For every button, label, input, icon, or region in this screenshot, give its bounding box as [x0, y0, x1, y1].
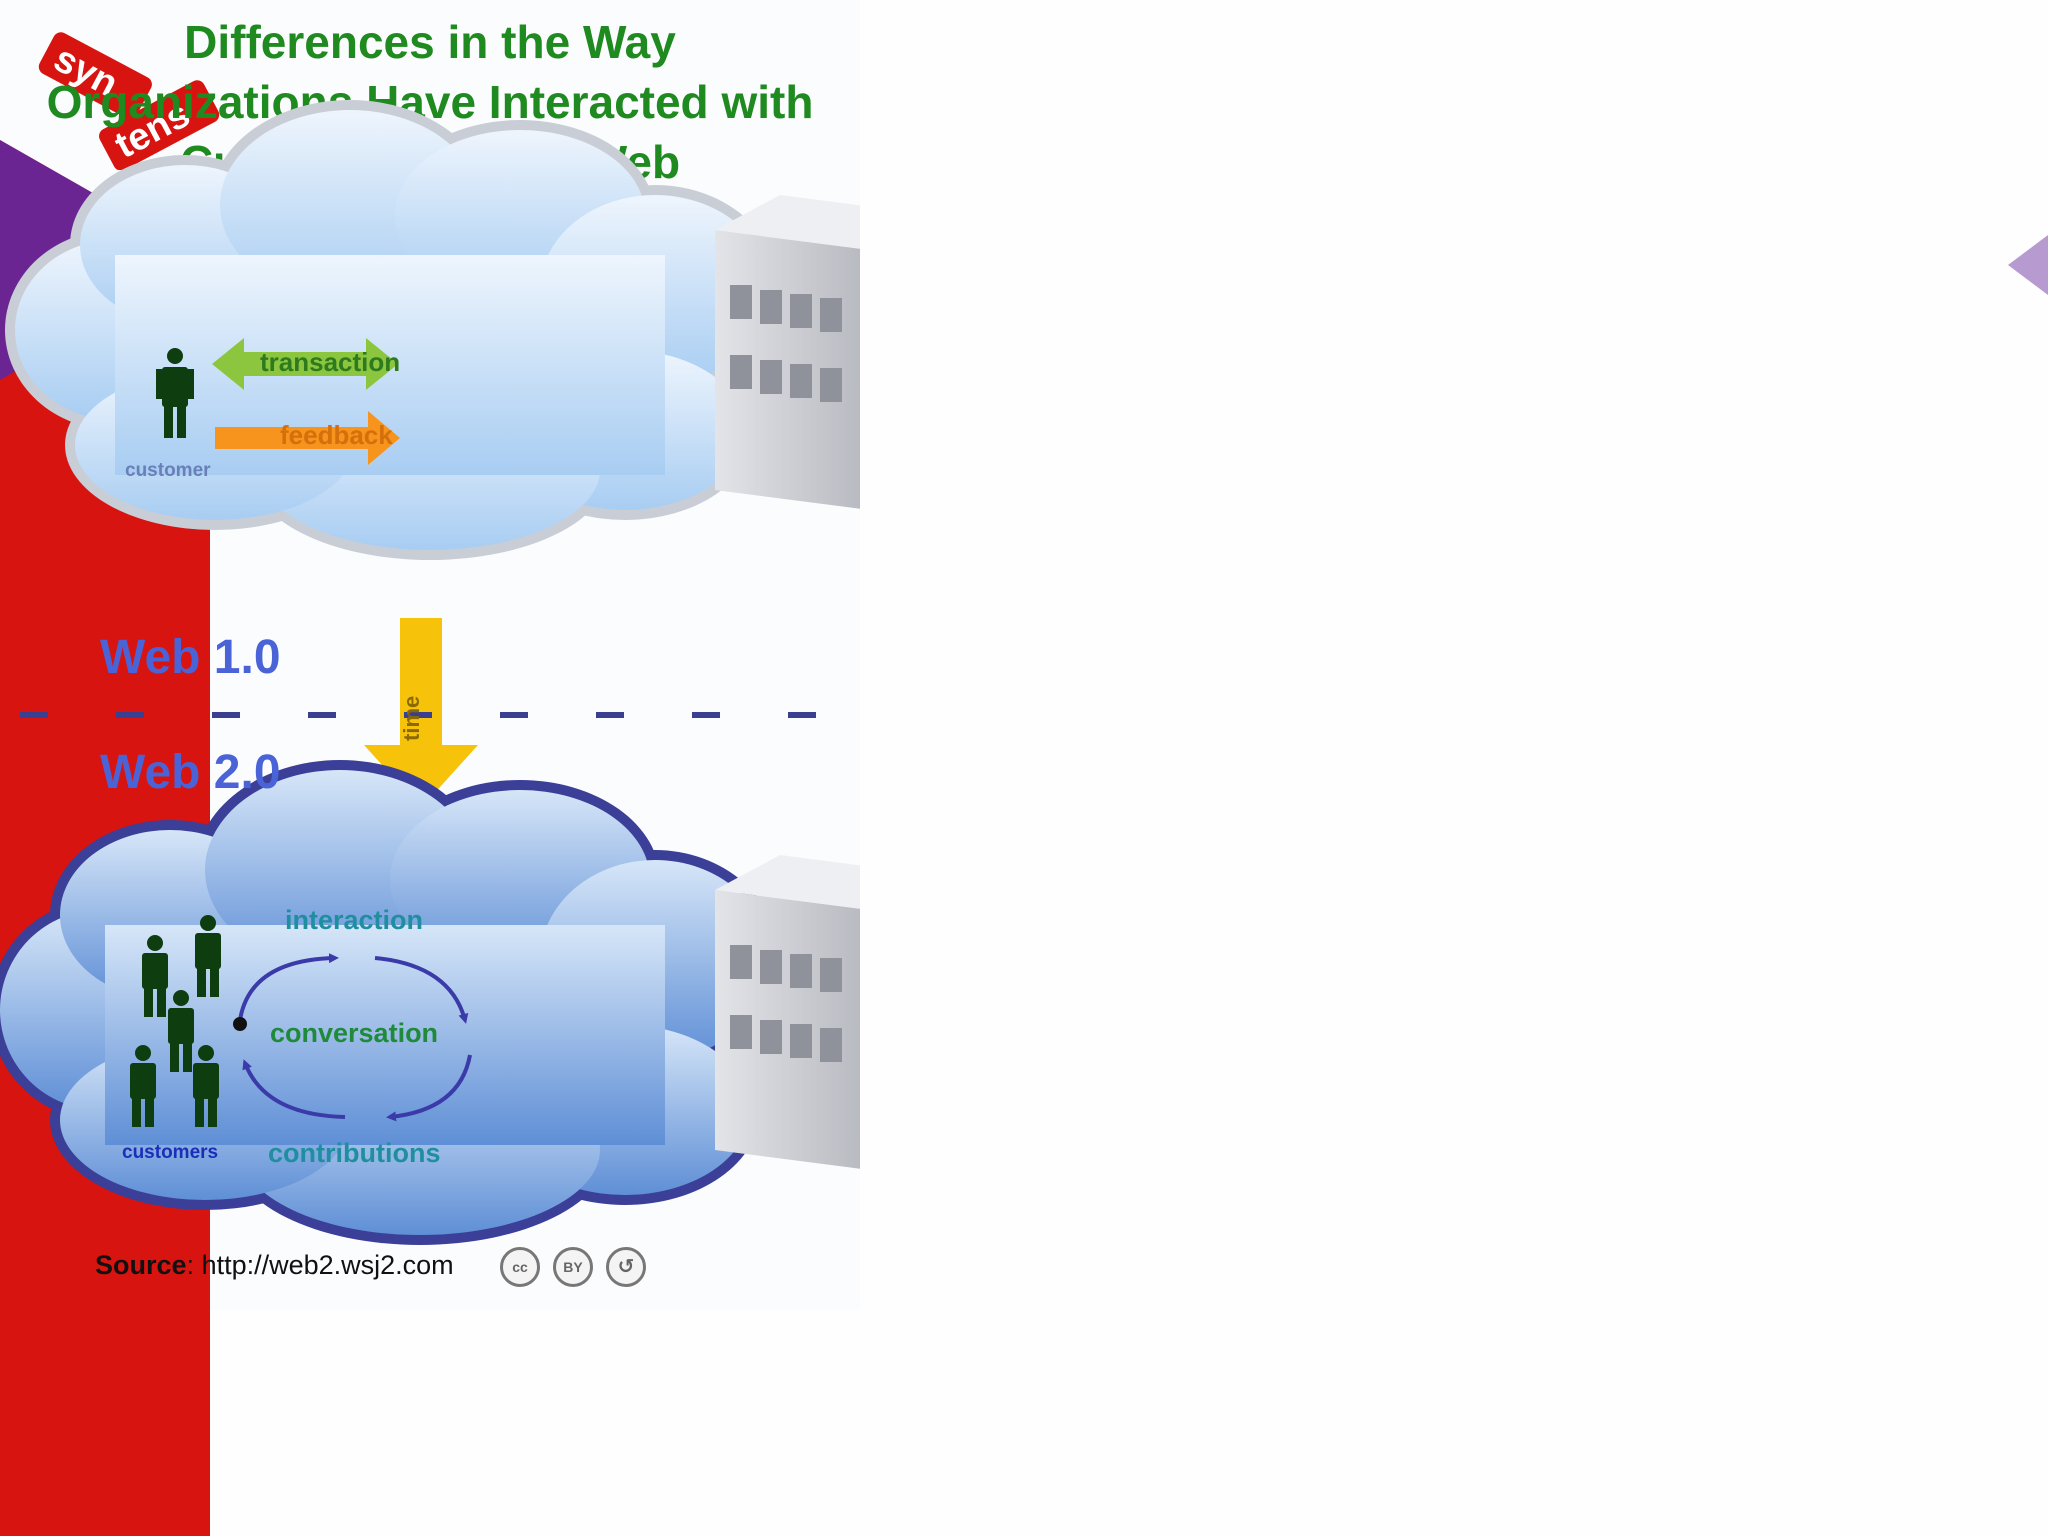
syntens-logo: syn tens	[38, 32, 220, 170]
conversation-label: conversation	[270, 1018, 439, 1048]
source-citation: Source: http://web2.wsj2.com	[95, 1250, 454, 1280]
customers-label: customers	[122, 1142, 219, 1163]
transaction-label: transaction	[260, 347, 401, 377]
customers-group-icon	[130, 915, 221, 1127]
cc-icon: cc	[500, 1247, 540, 1287]
time-label: time	[399, 695, 424, 741]
right-edge-decoration	[2008, 235, 2048, 295]
company-building-icon-web2	[715, 855, 860, 1169]
company-building-icon	[715, 195, 860, 509]
by-icon: BY	[553, 1247, 593, 1287]
web-evolution-figure: Differences in the Way Organizations Hav…	[0, 0, 860, 1310]
logo-badge-bottom	[99, 80, 220, 170]
feedback-arrow	[215, 411, 400, 465]
web2-cloud	[0, 760, 780, 1245]
customer-person-icon	[156, 348, 194, 438]
diagram-canvas	[0, 100, 860, 1245]
transaction-arrow	[212, 338, 398, 390]
interaction-label: interaction	[285, 905, 424, 935]
source-url[interactable]: http://web2.wsj2.com	[201, 1250, 454, 1280]
web1-era-label: Web 1.0	[100, 631, 281, 684]
interaction-cycle-arrows	[238, 953, 472, 1122]
web1-cloud	[5, 100, 780, 560]
figure-title-line-1: Differences in the Way	[184, 16, 676, 68]
web2-era-label: Web 2.0	[100, 746, 281, 799]
contributions-label: contributions	[268, 1138, 441, 1168]
source-label: Source	[95, 1250, 187, 1280]
logo-badge-top	[38, 32, 152, 119]
feedback-label: feedback	[280, 420, 393, 450]
sa-icon: ↺	[606, 1247, 646, 1287]
customer-label: customer	[125, 460, 211, 481]
cycle-start-dot	[233, 1017, 247, 1031]
